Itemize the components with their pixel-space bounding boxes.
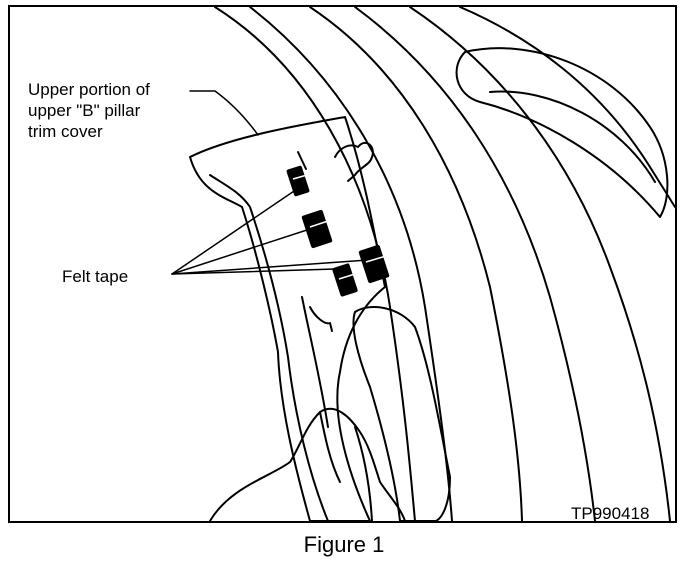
quarter-window-outline (455, 47, 669, 218)
hand-finger (319, 411, 341, 483)
body-line-4 (354, 7, 596, 521)
trim-clip-tab (309, 306, 333, 332)
callout-upper-line-1: Upper portion of (28, 80, 150, 99)
figure-caption: Figure 1 (303, 532, 385, 557)
leader-felt-tape-2 (171, 228, 311, 275)
clip-pin (297, 151, 307, 170)
felt-tape-piece-2 (301, 209, 333, 249)
trim-cover-groove (301, 296, 329, 428)
retaining-clip (334, 141, 374, 182)
figure-code: TP990418 (571, 504, 650, 523)
felt-tape-piece-1 (286, 165, 310, 197)
hand-outline (209, 407, 406, 521)
leader-felt-tape-1 (171, 186, 301, 275)
trim-cover-inner-edge (209, 174, 329, 521)
callout-upper-portion: Upper portion of upper "B" pillar trim c… (28, 79, 150, 142)
trim-cover-outline (189, 116, 386, 521)
b-pillar-trim-illustration (171, 7, 675, 521)
body-line-3 (309, 7, 523, 521)
body-line-2 (249, 7, 453, 521)
felt-tape-piece-4 (358, 244, 390, 284)
leader-upper-portion (189, 90, 259, 136)
callout-felt-tape: Felt tape (62, 267, 129, 286)
leader-felt-tape-4 (171, 259, 369, 275)
callout-upper-line-2: upper "B" pillar (28, 101, 141, 120)
body-line-5 (409, 7, 671, 521)
callout-upper-line-3: trim cover (28, 122, 103, 141)
lower-pillar-panel (352, 306, 451, 521)
leader-felt-tape-3 (171, 268, 336, 275)
quarter-window-inner (489, 90, 656, 183)
body-line-6 (459, 7, 675, 208)
figure-frame: Upper portion of upper "B" pillar trim c… (8, 5, 677, 523)
hand-thumb (354, 426, 373, 521)
felt-tape-piece-3 (332, 263, 358, 297)
